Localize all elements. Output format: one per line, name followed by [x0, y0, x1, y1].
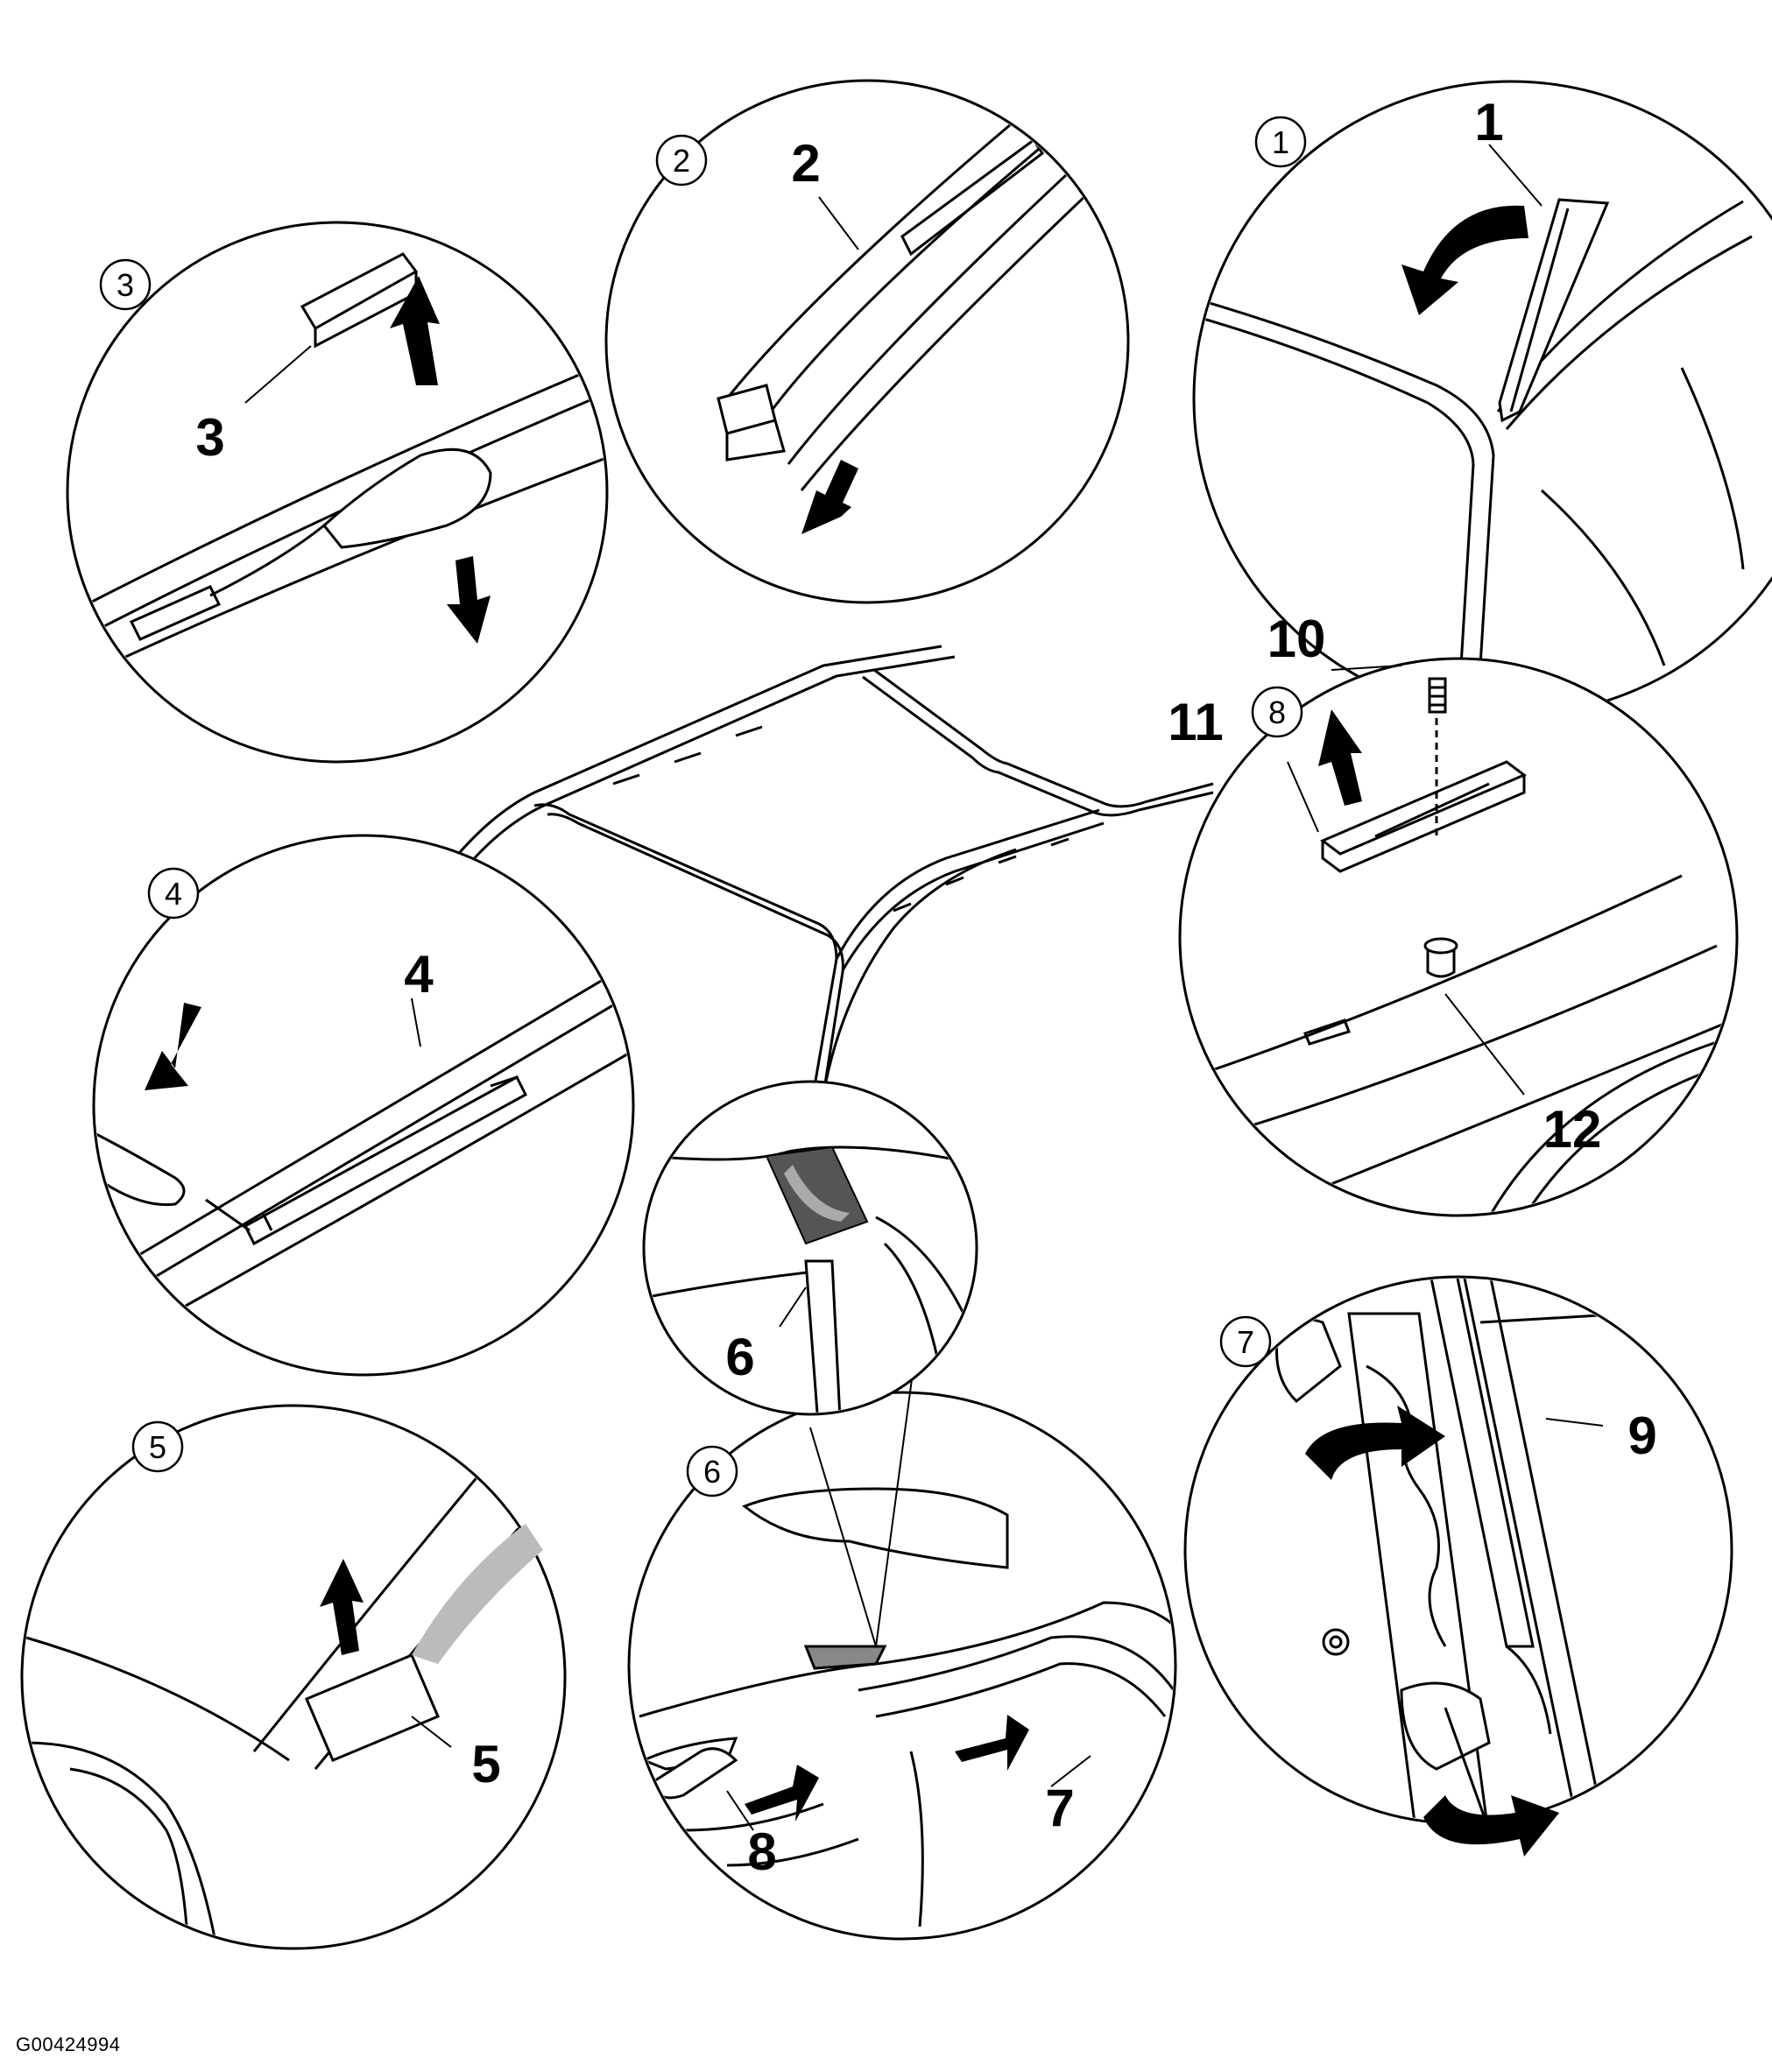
detail-circle-2: [604, 79, 1130, 604]
callout-1: 1: [1474, 93, 1503, 152]
rotate-arrow-icon: [1401, 205, 1528, 315]
callout-8: 8: [747, 1822, 776, 1881]
callout-3: 3: [195, 408, 224, 467]
left-arrow-icon: [955, 1715, 1029, 1771]
up-arrow-icon: [320, 1559, 364, 1655]
curved-right-arrow-icon: [1305, 1406, 1445, 1480]
flat-screwdriver-icon: [1498, 198, 1610, 423]
callout-2: 2: [791, 134, 820, 193]
detail-circle-6: [627, 1391, 1177, 1941]
down-arrow-icon: [447, 556, 491, 644]
detail-circle-4: [92, 834, 635, 1377]
callout-5: 5: [471, 1735, 500, 1794]
detail-circle-6-inset: [642, 1080, 978, 1647]
callout-12: 12: [1543, 1100, 1602, 1159]
step-marker-6: 6: [703, 1454, 721, 1490]
step-markers: 1 2 3 4 5 6 7 8: [116, 124, 1289, 1490]
detail-circle-5: [20, 1404, 567, 1950]
callout-6: 6: [725, 1328, 754, 1386]
down-left-arrow-icon: [145, 1003, 201, 1090]
figure-id: G00424994: [16, 2033, 121, 2055]
curved-right-arrow-icon: [1423, 1795, 1559, 1857]
left-arrow-icon: [745, 1765, 819, 1822]
step-marker-4: 4: [165, 876, 182, 912]
callout-9: 9: [1627, 1406, 1656, 1465]
detail-circle-3: [66, 221, 609, 764]
detail-circle-8: [1178, 657, 1739, 1217]
step-marker-3: 3: [116, 267, 134, 303]
part-callouts: 1 2 3 4 5 6 7 8 9 10 11 12: [195, 93, 1656, 1881]
step-marker-1: 1: [1272, 124, 1289, 160]
step-marker-2: 2: [673, 143, 690, 179]
callout-10: 10: [1267, 610, 1326, 668]
step-marker-7: 7: [1237, 1324, 1254, 1360]
callout-11: 11: [1168, 693, 1223, 751]
detail-circle-7: [1183, 1275, 1733, 1857]
callout-4: 4: [404, 945, 434, 1004]
step-marker-5: 5: [149, 1429, 166, 1465]
vehicle-roof-outline: [449, 645, 1214, 1096]
up-arrow-icon: [390, 276, 440, 385]
down-arrow-icon: [801, 460, 858, 534]
up-arrow-icon: [1318, 709, 1362, 806]
step-marker-8: 8: [1268, 694, 1286, 730]
callout-7: 7: [1045, 1779, 1074, 1837]
